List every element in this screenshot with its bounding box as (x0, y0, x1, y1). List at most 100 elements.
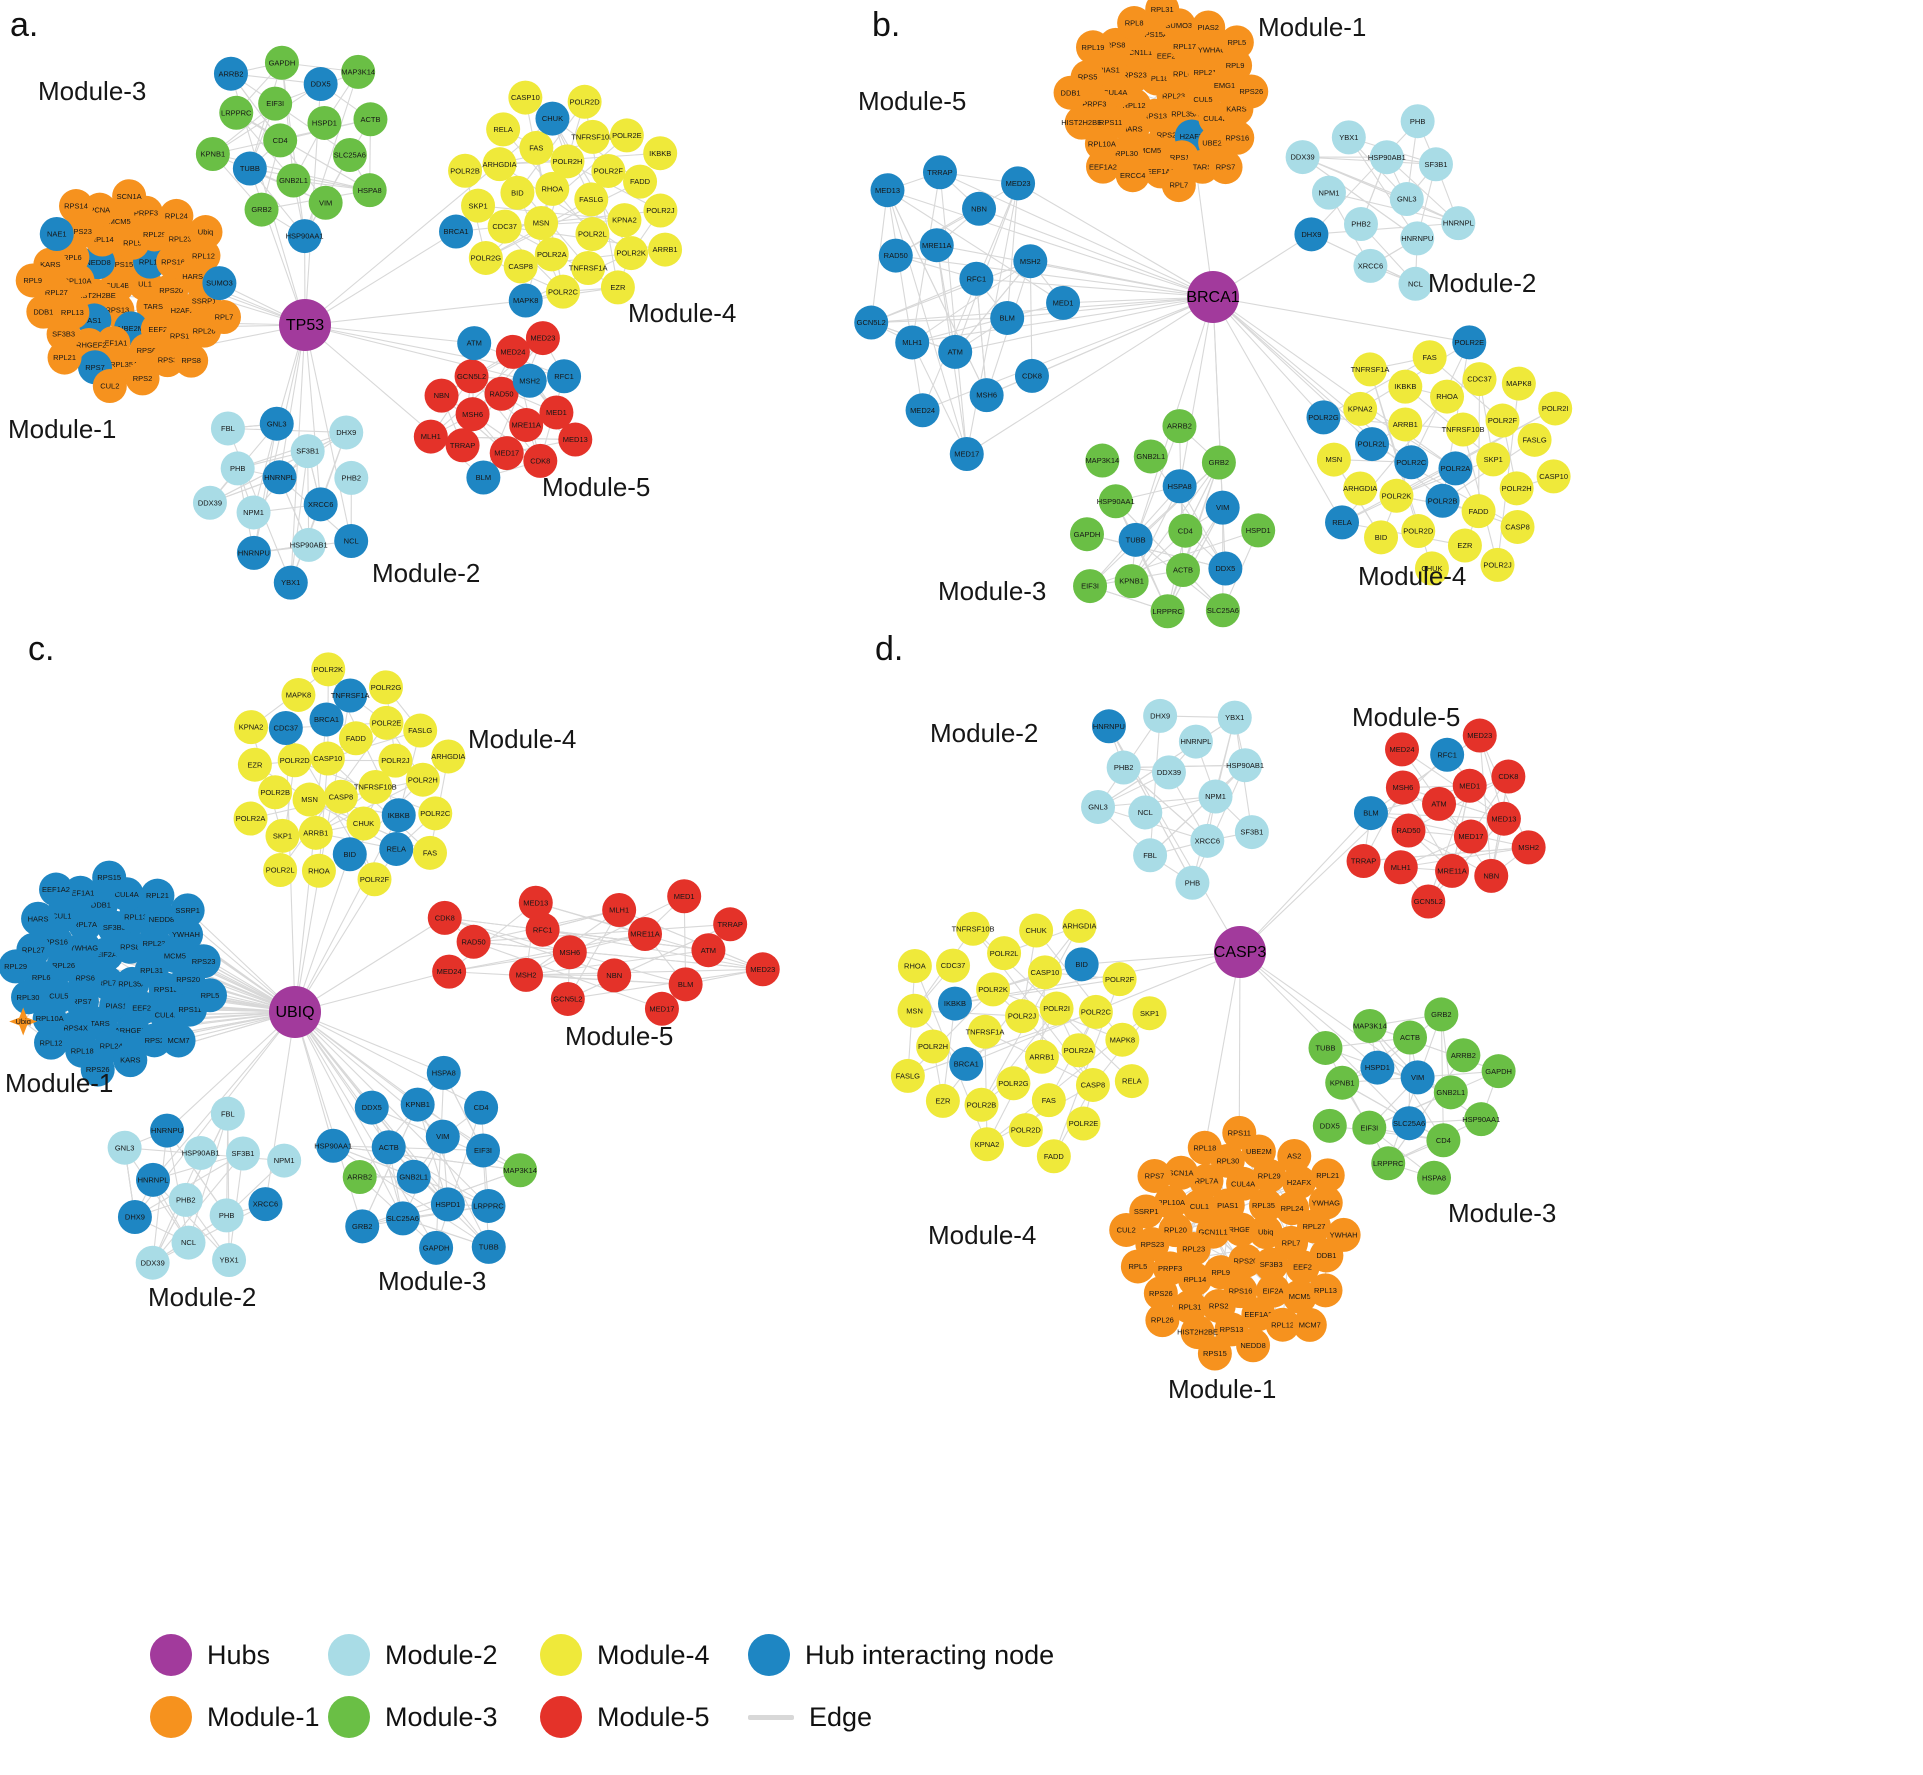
node-NPM1[interactable]: NPM1 (1198, 779, 1233, 814)
node-ACTB[interactable]: ACTB (353, 102, 388, 137)
node-RPS14[interactable]: RPS14 (59, 189, 94, 224)
node-ARRB2[interactable]: ARRB2 (342, 1160, 377, 1195)
node-HSPD1[interactable]: HSPD1 (1360, 1050, 1395, 1085)
node-PHB2[interactable]: PHB2 (1343, 207, 1378, 242)
node-POLR2A[interactable]: POLR2A (233, 801, 268, 836)
node-CUL2[interactable]: CUL2 (92, 369, 127, 404)
node-DDX5[interactable]: DDX5 (1312, 1108, 1347, 1143)
node-RAD50[interactable]: RAD50 (878, 238, 913, 273)
node-POLR2D[interactable]: POLR2D (567, 84, 602, 119)
node-POLR2C[interactable]: POLR2C (1078, 994, 1113, 1029)
node-RPL24[interactable]: RPL24 (159, 198, 194, 233)
node-RPL7[interactable]: RPL7 (1161, 168, 1196, 203)
node-GNL3[interactable]: GNL3 (107, 1130, 142, 1165)
node-POLR2F[interactable]: POLR2F (357, 862, 392, 897)
node-SUMO3[interactable]: SUMO3 (202, 266, 237, 301)
node-RPL12[interactable]: RPL12 (34, 1025, 69, 1060)
node-MED1[interactable]: MED1 (667, 879, 702, 914)
node-NCL[interactable]: NCL (171, 1225, 206, 1260)
node-MED13[interactable]: MED13 (518, 885, 553, 920)
node-MSN[interactable]: MSN (897, 993, 932, 1028)
node-IKBKB[interactable]: IKBKB (381, 798, 416, 833)
node-MED13[interactable]: MED13 (1486, 801, 1521, 836)
node-HNRNPL[interactable]: HNRNPL (262, 460, 297, 495)
node-MED23[interactable]: MED23 (525, 321, 560, 356)
node-POLR2B[interactable]: POLR2B (258, 775, 293, 810)
node-PHB[interactable]: PHB (1400, 104, 1435, 139)
node-DDX39[interactable]: DDX39 (1285, 140, 1320, 175)
node-GAPDH[interactable]: GAPDH (1481, 1054, 1516, 1089)
node-DDB1[interactable]: DDB1 (26, 294, 61, 329)
node-CDK8[interactable]: CDK8 (427, 900, 462, 935)
node-HSPA8[interactable]: HSPA8 (1417, 1160, 1452, 1195)
node-RAD50[interactable]: RAD50 (1391, 813, 1426, 848)
node-RPS15[interactable]: RPS15 (1197, 1336, 1232, 1371)
node-MED1[interactable]: MED1 (1452, 768, 1487, 803)
node-RPL9[interactable]: RPL9 (15, 263, 50, 298)
hub-CASP3[interactable]: CASP3 (1214, 926, 1267, 978)
node-EIF3I[interactable]: EIF3I (258, 86, 293, 121)
node-SF3B1[interactable]: SF3B1 (290, 434, 325, 469)
node-VIM[interactable]: VIM (1205, 490, 1240, 525)
node-FADD[interactable]: FADD (1461, 494, 1496, 529)
node-ARRB1[interactable]: ARRB1 (648, 232, 683, 267)
node-SLC25A6[interactable]: SLC25A6 (385, 1201, 420, 1236)
node-TRRAP[interactable]: TRRAP (445, 428, 480, 463)
node-YBX1[interactable]: YBX1 (273, 565, 308, 600)
node-POLR2B[interactable]: POLR2B (1425, 483, 1460, 518)
node-EZR[interactable]: EZR (237, 747, 272, 782)
node-DHX9[interactable]: DHX9 (1294, 217, 1329, 252)
node-FBL[interactable]: FBL (210, 411, 245, 446)
node-POLR2K[interactable]: POLR2K (976, 972, 1011, 1007)
node-HNRNPU[interactable]: HNRNPU (236, 535, 271, 570)
node-BID[interactable]: BID (332, 837, 367, 872)
node-MAPK8[interactable]: MAPK8 (1501, 366, 1536, 401)
node-POLR2E[interactable]: POLR2E (1066, 1106, 1101, 1141)
node-ARRB1[interactable]: ARRB1 (1024, 1039, 1059, 1074)
node-TRRAP[interactable]: TRRAP (1346, 844, 1381, 879)
node-MRE11A[interactable]: MRE11A (1435, 853, 1470, 888)
node-XRCC6[interactable]: XRCC6 (303, 487, 338, 522)
hub-BRCA1[interactable]: BRCA1 (1186, 271, 1240, 323)
node-RELA[interactable]: RELA (1325, 505, 1360, 540)
node-KPNA2[interactable]: KPNA2 (1343, 391, 1378, 426)
node-FBL[interactable]: FBL (210, 1096, 245, 1131)
node-MLH1[interactable]: MLH1 (413, 419, 448, 454)
node-VIM[interactable]: VIM (1400, 1060, 1435, 1095)
node-SKP1[interactable]: SKP1 (265, 818, 300, 853)
node-ERCC4[interactable]: ERCC4 (1115, 158, 1150, 193)
node-CASP10[interactable]: CASP10 (1027, 955, 1062, 990)
node-GCN5L2[interactable]: GCN5L2 (550, 981, 585, 1016)
node-FASLG[interactable]: FASLG (403, 713, 438, 748)
node-KPNB1[interactable]: KPNB1 (195, 136, 230, 171)
node-XRCC6[interactable]: XRCC6 (1190, 823, 1225, 858)
node-POLR2L[interactable]: POLR2L (1355, 427, 1390, 462)
node-FASLG[interactable]: FASLG (890, 1058, 925, 1093)
node-RPS23[interactable]: RPS23 (186, 944, 221, 979)
node-FADD[interactable]: FADD (1036, 1139, 1071, 1174)
node-KPNA2[interactable]: KPNA2 (234, 710, 269, 745)
node-TRRAP[interactable]: TRRAP (922, 155, 957, 190)
node-POLR2J[interactable]: POLR2J (378, 743, 413, 778)
node-SLC25A6[interactable]: SLC25A6 (332, 137, 367, 172)
node-RPL19[interactable]: RPL19 (1076, 30, 1111, 65)
node-POLR2H[interactable]: POLR2H (916, 1029, 951, 1064)
node-KARS[interactable]: KARS (113, 1043, 148, 1078)
node-RHOA[interactable]: RHOA (301, 853, 336, 888)
node-EIF3I[interactable]: EIF3I (1073, 569, 1108, 604)
node-CUL2[interactable]: CUL2 (1109, 1212, 1144, 1247)
node-IKBKB[interactable]: IKBKB (937, 986, 972, 1021)
node-POLR2A[interactable]: POLR2A (1438, 451, 1473, 486)
node-POLR2K[interactable]: POLR2K (614, 236, 649, 271)
node-CASP8[interactable]: CASP8 (1075, 1067, 1110, 1102)
node-POLR2F[interactable]: POLR2F (1485, 403, 1520, 438)
node-RPL26[interactable]: RPL26 (1145, 1303, 1180, 1338)
node-DDB1[interactable]: DDB1 (1053, 75, 1088, 110)
node-YBX1[interactable]: YBX1 (1331, 120, 1366, 155)
node-MRE11A[interactable]: MRE11A (509, 407, 544, 442)
node-MED24[interactable]: MED24 (905, 393, 940, 428)
node-MAPK8[interactable]: MAPK8 (1105, 1022, 1140, 1057)
node-POLR2H[interactable]: POLR2H (1499, 471, 1534, 506)
node-ATM[interactable]: ATM (457, 326, 492, 361)
node-TUBB[interactable]: TUBB (1308, 1030, 1343, 1065)
